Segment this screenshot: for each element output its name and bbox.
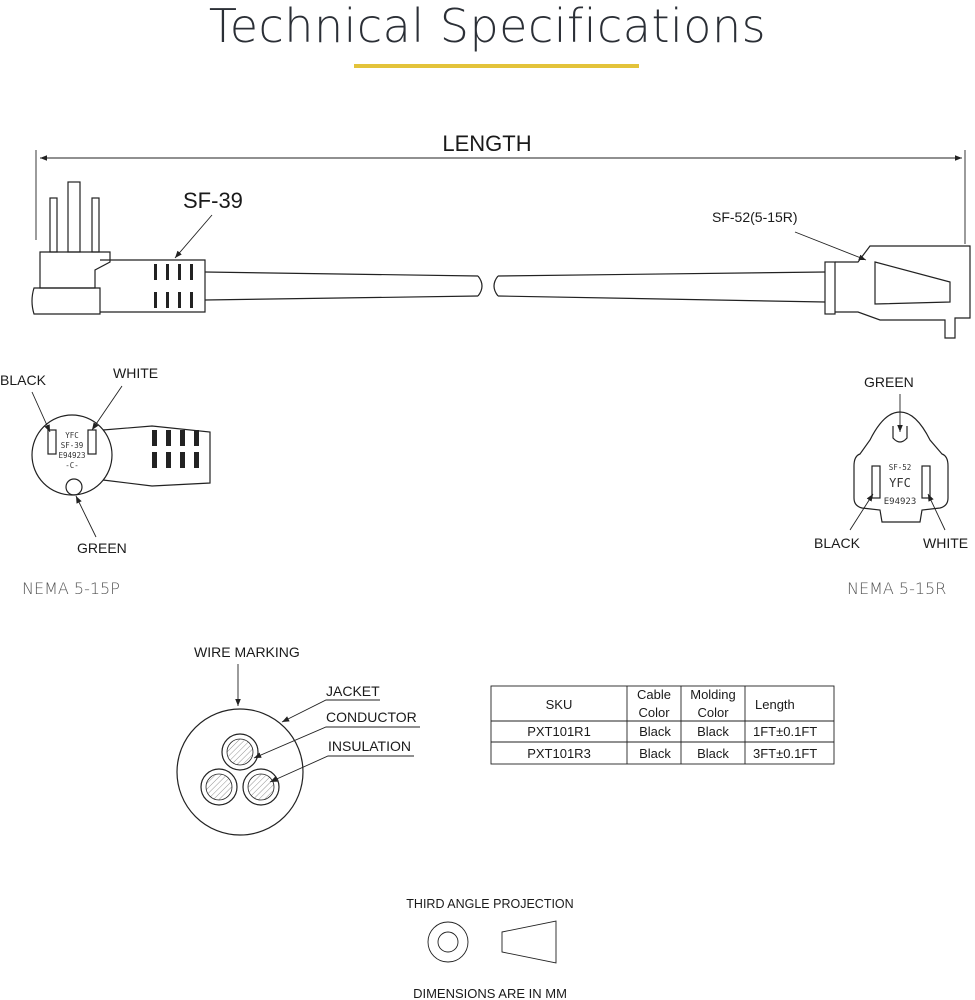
plug-black-label: BLACK <box>0 372 47 388</box>
dimensions-note: DIMENSIONS ARE IN MM <box>413 986 567 1000</box>
cable-body <box>204 271 826 303</box>
receptacle-side-view: SF-52(5-15R) <box>712 209 971 339</box>
plug-part-label: SF-39 <box>183 188 243 213</box>
table-cell: 1FT±0.1FT <box>753 724 817 739</box>
length-dimension: LENGTH <box>35 131 966 244</box>
plug-white-label: WHITE <box>113 365 158 381</box>
table-header-molding-2: Color <box>697 705 729 720</box>
table-cell: Black <box>697 724 729 739</box>
plug-face-text-3: E94923 <box>58 451 85 460</box>
plug-face-text-1: YFC <box>65 431 79 440</box>
plug-face-text-4: -C- <box>65 461 79 470</box>
table-cell: Black <box>639 724 671 739</box>
insulation-label: INSULATION <box>328 738 411 754</box>
wire-marking-label: WIRE MARKING <box>194 644 300 660</box>
plug-face-view: YFC SF-39 E94923 -C- BLACK WHITE GREEN N… <box>0 365 211 598</box>
table-header-length: Length <box>755 697 795 712</box>
table-header-molding-1: Molding <box>690 687 736 702</box>
table-header-cable-1: Cable <box>637 687 671 702</box>
projection-label: THIRD ANGLE PROJECTION <box>406 897 573 911</box>
plug-face-text-2: SF-39 <box>61 441 84 450</box>
rec-green-label: GREEN <box>864 374 914 390</box>
receptacle-face-text-1: SF-52 <box>889 463 912 472</box>
table-cell: Black <box>639 746 671 761</box>
plug-standard-label: NEMA 5-15P <box>22 579 120 598</box>
title-underline <box>354 64 639 68</box>
table-header-sku: SKU <box>546 697 573 712</box>
spec-table: SKU Cable Color Molding Color Length PXT… <box>490 685 835 765</box>
table-cell: PXT101R3 <box>527 746 591 761</box>
projection-symbol: THIRD ANGLE PROJECTION DIMENSIONS ARE IN… <box>406 897 573 1000</box>
rec-white-label: WHITE <box>923 535 968 551</box>
page-title: Technical Specifications <box>208 0 767 53</box>
table-cell: Black <box>697 746 729 761</box>
jacket-label: JACKET <box>326 683 380 699</box>
plug-side-view: SF-39 <box>31 181 243 315</box>
length-label: LENGTH <box>442 131 531 156</box>
cable-cross-section: WIRE MARKING JACKET CONDUCTOR INSULATION <box>176 644 420 836</box>
plug-green-label: GREEN <box>77 540 127 556</box>
conductor-label: CONDUCTOR <box>326 709 417 725</box>
receptacle-face-view: SF-52 YFC E94923 GREEN BLACK WHITE NEMA … <box>814 374 968 598</box>
rec-black-label: BLACK <box>814 535 861 551</box>
receptacle-part-label: SF-52(5-15R) <box>712 209 798 225</box>
receptacle-face-text-3: E94923 <box>884 497 917 507</box>
receptacle-standard-label: NEMA 5-15R <box>847 579 946 598</box>
table-header-cable-2: Color <box>638 705 670 720</box>
table-cell: 3FT±0.1FT <box>753 746 817 761</box>
table-cell: PXT101R1 <box>527 724 591 739</box>
receptacle-face-text-2: YFC <box>889 476 911 490</box>
